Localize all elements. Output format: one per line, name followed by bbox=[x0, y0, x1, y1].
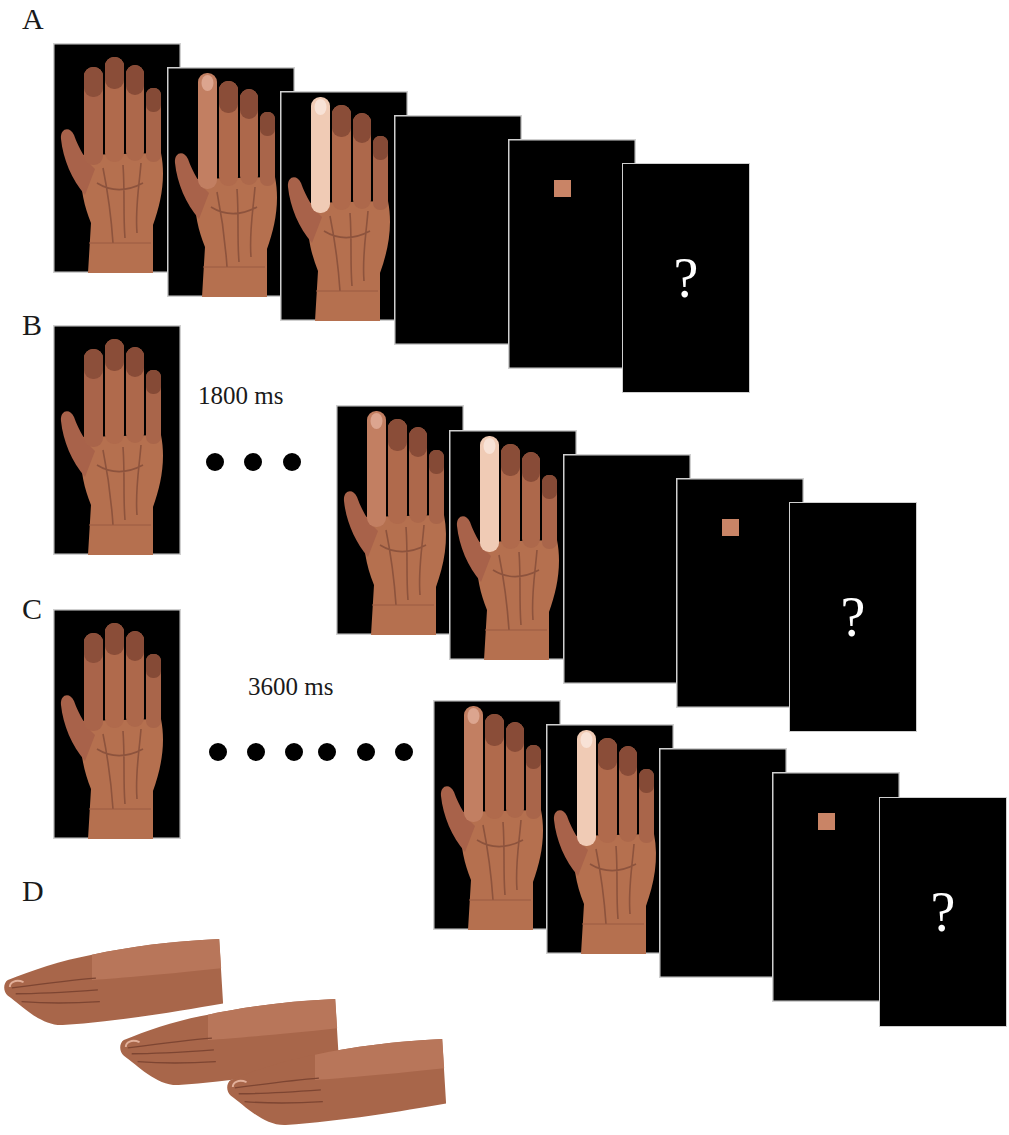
panel-letter: B bbox=[22, 310, 42, 340]
response-frame: ? bbox=[879, 797, 1007, 1027]
response-frame: ? bbox=[622, 163, 750, 393]
question-mark: ? bbox=[841, 589, 866, 645]
panel-letter: C bbox=[22, 594, 42, 624]
panel-letter: A bbox=[22, 4, 44, 34]
question-mark: ? bbox=[931, 884, 956, 940]
panel-letter: D bbox=[22, 876, 44, 906]
response-frame: ? bbox=[789, 502, 917, 732]
delay-label: 3600 ms bbox=[248, 674, 333, 699]
question-mark: ? bbox=[674, 250, 699, 306]
delay-label: 1800 ms bbox=[198, 383, 283, 408]
